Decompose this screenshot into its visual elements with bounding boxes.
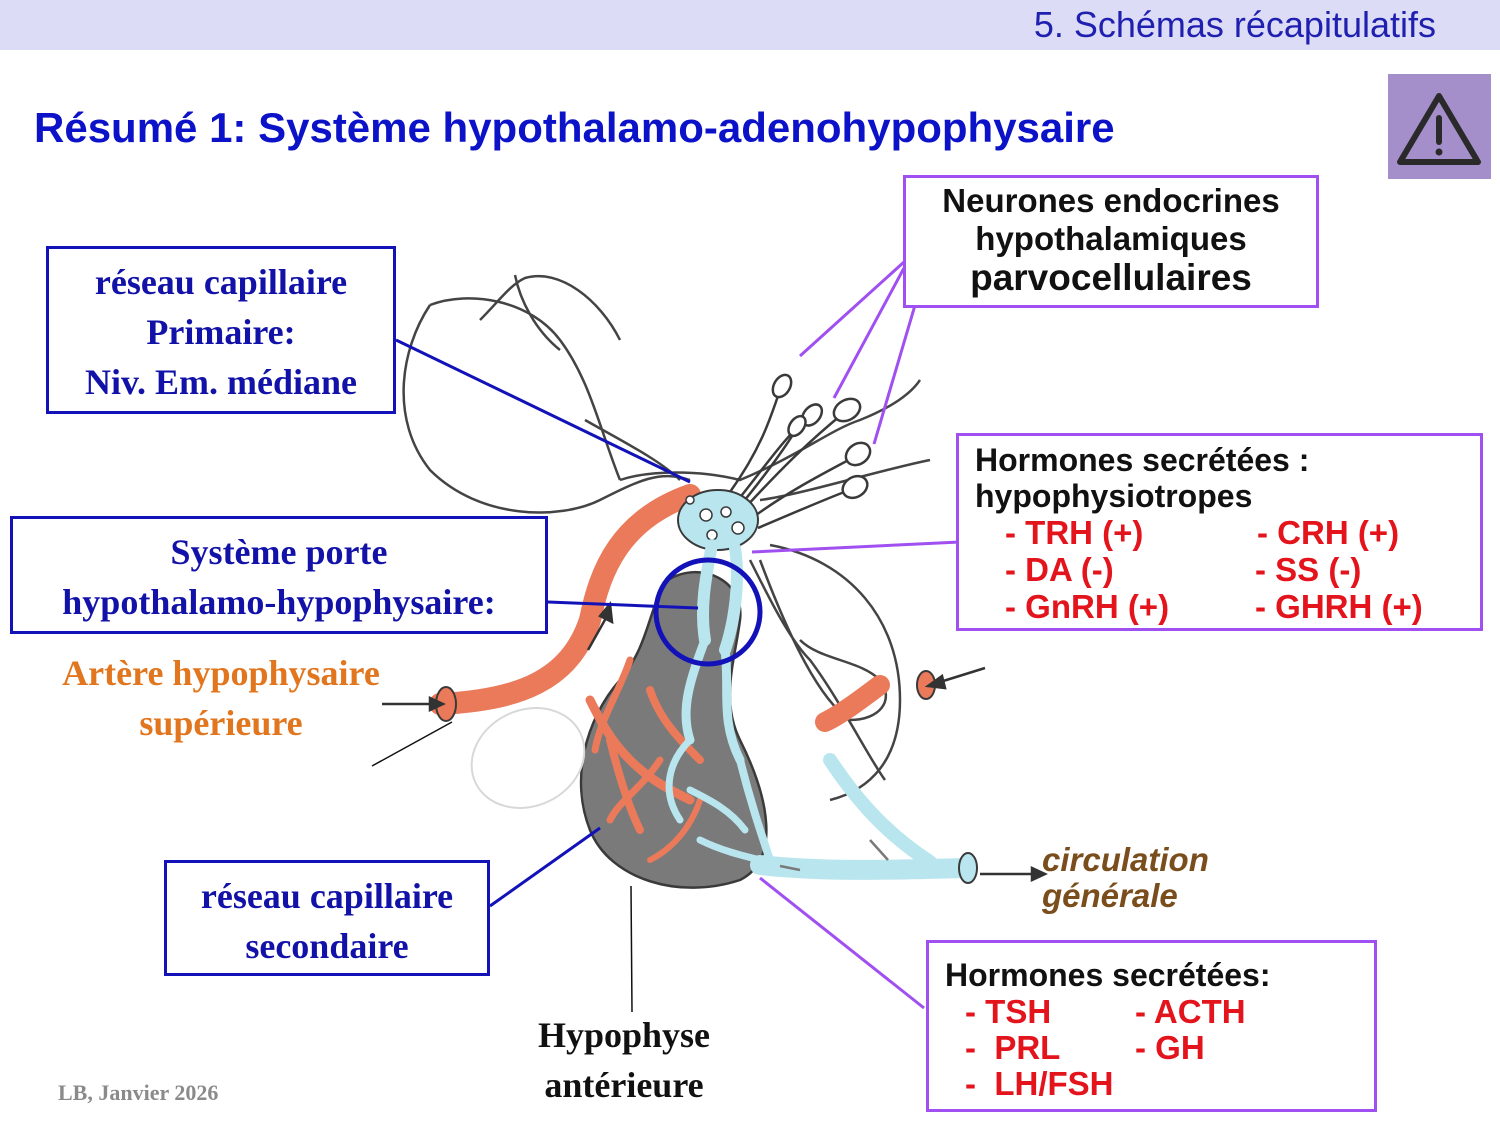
secondary-line1: réseau capillaire [200, 876, 454, 916]
brain-outline [402, 274, 931, 781]
pituitary-hormones-box: Hormones secrétées: - TSH - ACTH - PRL -… [926, 940, 1377, 1112]
artery-line2: supérieure [139, 703, 303, 743]
hormone-gh: - GH [1135, 1029, 1205, 1066]
section-title: 5. Schémas récapitulatifs [1033, 4, 1436, 45]
primary-line1: réseau capillaire [94, 262, 348, 302]
pituitary-line1: Hypophyse [537, 1015, 711, 1055]
warning-triangle-icon [1388, 74, 1491, 179]
primary-line3: Niv. Em. médiane [84, 362, 357, 402]
hormone-tsh: - TSH [965, 993, 1052, 1030]
hormone-acth: - ACTH [1135, 993, 1246, 1030]
hypothalamic-row-2: - DA (-) - SS (-) [975, 551, 1480, 588]
primary-line2: Primaire: [146, 312, 296, 352]
hypothalamic-hormones-box: Hormones secrétées : hypophysiotropes - … [956, 433, 1483, 631]
artery-line1: Artère hypophysaire [62, 653, 380, 693]
hormone-trh: - TRH (+) [1005, 514, 1144, 551]
circulation-line1: circulation [1042, 841, 1209, 878]
primary-capillary-label-box: réseau capillaire Primaire: Niv. Em. méd… [46, 246, 396, 414]
secondary-line2: secondaire [245, 926, 409, 966]
hormone-ghrh: - GHRH (+) [1255, 588, 1423, 625]
hormone-lh-fsh: - LH/FSH [965, 1065, 1114, 1102]
header-bar: 5. Schémas récapitulatifs [0, 0, 1500, 50]
hypothalamic-heading2: hypophysiotropes [975, 478, 1253, 514]
neurons-line2: hypothalamiques [975, 220, 1247, 257]
circulation-line2: générale [1042, 877, 1178, 914]
slide-title: Résumé 1: Système hypothalamo-adenohypop… [34, 104, 1115, 151]
secondary-capillary-label-box: réseau capillaire secondaire [164, 860, 490, 976]
pituitary-line2: antérieure [544, 1065, 704, 1105]
neurons-line1: Neurones endocrines [942, 182, 1280, 219]
pituitary-row-2: - PRL - GH [945, 1029, 1374, 1066]
portal-system-circle [653, 557, 763, 667]
artery-label: Artère hypophysaire supérieure [26, 648, 416, 748]
hormone-da: - DA (-) [1005, 551, 1114, 588]
hormone-ss: - SS (-) [1255, 551, 1362, 588]
portal-system-label-box: Système porte hypothalamo-hypophysaire: [10, 516, 548, 634]
credit-footer: LB, Janvier 2026 [58, 1080, 219, 1105]
pituitary-heading: Hormones secrétées: [945, 957, 1271, 993]
portal-line2: hypothalamo-hypophysaire: [62, 582, 496, 622]
neurons-line3: parvocellulaires [970, 257, 1252, 298]
hormone-gnrh: - GnRH (+) [1005, 588, 1170, 625]
flow-arrows [382, 600, 1048, 882]
hypothalamic-heading1: Hormones secrétées : [975, 442, 1310, 478]
hormone-crh: - CRH (+) [1257, 514, 1400, 551]
neurons-label-box: Neurones endocrines hypothalamiques parv… [903, 175, 1319, 308]
portal-line1: Système porte [170, 532, 388, 572]
pituitary-row-3: - LH/FSH [945, 1065, 1374, 1102]
hypothalamic-row-1: - TRH (+) - CRH (+) [975, 514, 1480, 551]
neuron-cells [728, 373, 872, 530]
pituitary-row-1: - TSH - ACTH [945, 993, 1374, 1030]
hypothalamic-row-3: - GnRH (+) - GHRH (+) [975, 588, 1480, 625]
hormone-prl: - PRL [965, 1029, 1061, 1066]
circulation-label: circulation générale [1042, 842, 1209, 914]
primary-capillary-plexus [677, 489, 759, 551]
pituitary-label: Hypophyse antérieure [494, 1010, 754, 1110]
